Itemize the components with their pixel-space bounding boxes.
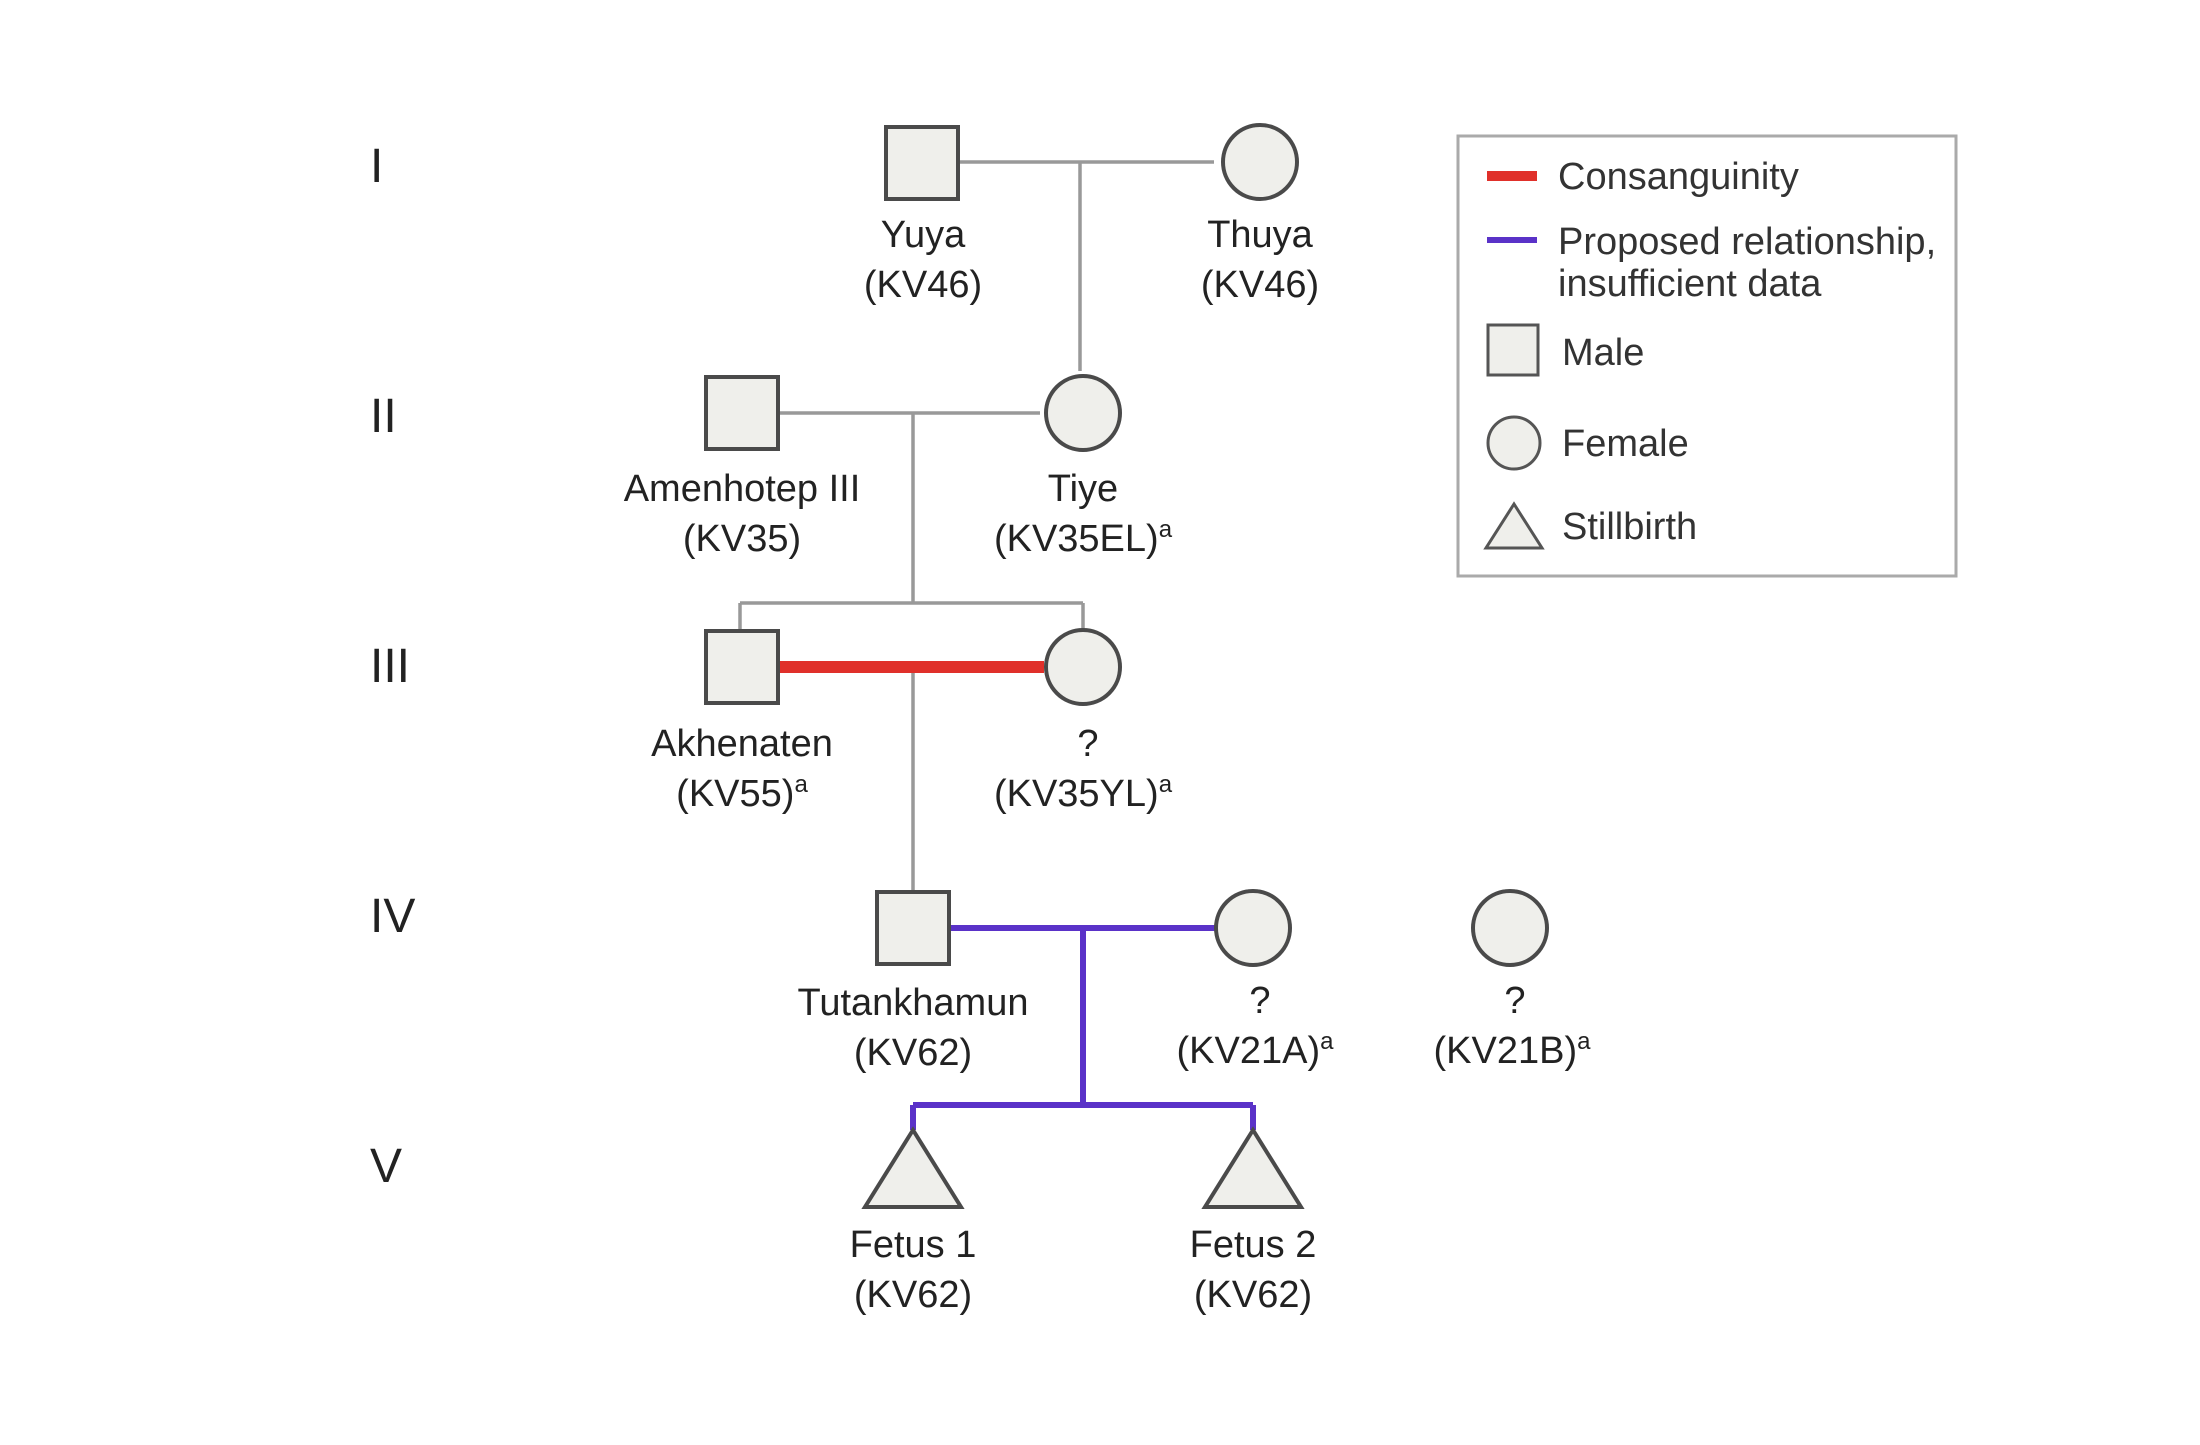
female-symbol-tiye: [1044, 374, 1122, 452]
tomb-kv21b: (KV21B): [1434, 1030, 1578, 1072]
generation-label-5: V: [370, 1140, 402, 1193]
name-akhenaten: Akhenaten: [651, 723, 833, 765]
generation-label-3: III: [370, 640, 410, 693]
stillbirth-symbol-fetus2: [1201, 1126, 1305, 1209]
name-thuya: Thuya: [1207, 214, 1313, 256]
female-symbol-kv35yl: [1044, 628, 1122, 706]
name-tutankhamun: Tutankhamun: [798, 982, 1029, 1024]
legend: Consanguinity Proposed relationship, ins…: [1456, 134, 1958, 578]
male-symbol-amenhotep: [704, 375, 780, 451]
name-yuya: Yuya: [881, 214, 966, 256]
legend-proposed-line1: Proposed relationship,: [1558, 221, 1936, 263]
name-fetus2: Fetus 2: [1190, 1224, 1317, 1266]
tomb-akhenaten-group: (KV55)a: [676, 771, 808, 815]
name-amenhotep: Amenhotep III: [624, 468, 861, 510]
legend-proposed-line2: insufficient data: [1558, 263, 1822, 305]
proposed-relationship-lines: [910, 925, 1256, 1130]
tomb-kv21b-group: (KV21B)a: [1434, 1028, 1592, 1072]
tomb-amenhotep: (KV35): [683, 518, 801, 560]
name-kv21b: ?: [1504, 980, 1525, 1022]
legend-consanguinity: Consanguinity: [1558, 156, 1799, 198]
male-symbol-tutankhamun: [875, 890, 951, 966]
tomb-kv35yl: (KV35YL): [994, 773, 1159, 815]
tomb-tiye: (KV35EL): [994, 518, 1159, 560]
female-symbol-kv21a: [1214, 889, 1292, 967]
tomb-fetus2: (KV62): [1194, 1274, 1312, 1316]
stillbirth-symbol-fetus1: [861, 1126, 965, 1209]
footnote-kv21a: a: [1320, 1028, 1334, 1055]
tomb-kv21a: (KV21A): [1177, 1030, 1321, 1072]
tomb-kv21a-group: (KV21A)a: [1177, 1028, 1335, 1072]
generation-label-4: IV: [370, 890, 415, 943]
footnote-kv21b: a: [1577, 1028, 1591, 1055]
tomb-akhenaten: (KV55): [676, 773, 794, 815]
legend-box: [1456, 134, 1958, 578]
name-tiye: Tiye: [1048, 468, 1118, 510]
male-legend-icon: [1486, 323, 1540, 377]
footnote-tiye: a: [1159, 516, 1173, 543]
male-symbol-yuya: [884, 125, 960, 201]
tomb-fetus1: (KV62): [854, 1274, 972, 1316]
legend-female: Female: [1562, 423, 1689, 465]
name-fetus1: Fetus 1: [850, 1224, 977, 1266]
individual-labels: Yuya (KV46) Thuya (KV46) Amenhotep III (…: [624, 214, 1591, 1316]
female-symbol-thuya: [1221, 123, 1299, 201]
generation-label-1: I: [370, 140, 383, 193]
tomb-yuya: (KV46): [864, 264, 982, 306]
legend-male: Male: [1562, 332, 1644, 374]
tomb-kv35yl-group: (KV35YL)a: [994, 771, 1173, 815]
tomb-tutankhamun: (KV62): [854, 1032, 972, 1074]
stillbirth-legend-icon: [1483, 501, 1545, 550]
male-symbol-akhenaten: [704, 629, 780, 705]
legend-stillbirth: Stillbirth: [1562, 506, 1697, 548]
name-kv35yl: ?: [1077, 723, 1098, 765]
footnote-akhenaten: a: [794, 771, 808, 798]
tomb-tiye-group: (KV35EL)a: [994, 516, 1173, 560]
relationship-lines: [738, 160, 1214, 891]
female-legend-icon: [1486, 415, 1542, 471]
female-symbol-kv21b: [1471, 889, 1549, 967]
footnote-kv35yl: a: [1159, 771, 1173, 798]
name-kv21a: ?: [1249, 980, 1270, 1022]
generation-label-2: II: [370, 390, 397, 443]
tomb-thuya: (KV46): [1201, 264, 1319, 306]
